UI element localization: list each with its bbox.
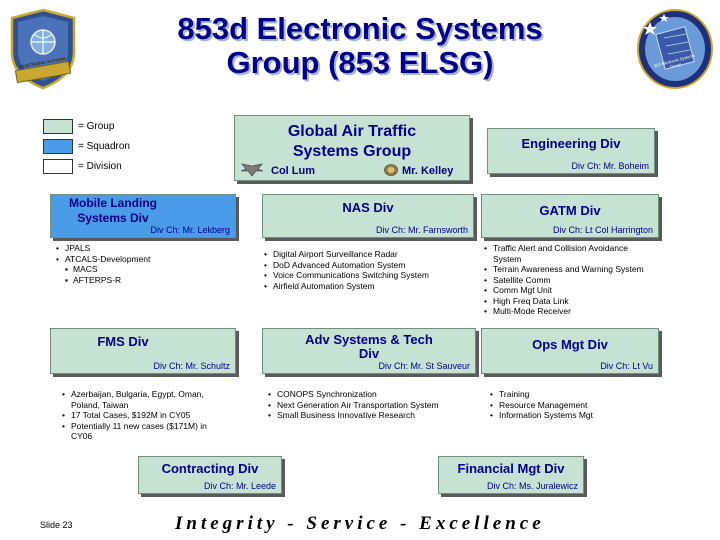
slide-number: Slide 23 — [40, 520, 73, 530]
title-line-2: Group (853 ELSG) — [226, 45, 494, 80]
global-air-traffic-systems-group-box: Global Air Traffic Systems Group — [234, 115, 470, 181]
page-title: 853d Electronic Systems Group (853 ELSG) — [120, 12, 600, 80]
gatm-bullet-mmr: Multi-Mode Receiver — [482, 306, 714, 317]
global-person-left: Col Lum — [271, 165, 315, 177]
adv-bullet-2: Next Generation Air Transportation Syste… — [266, 400, 481, 411]
ops-bullet-3: Information Systems Mgt — [488, 410, 688, 421]
gatm-bullet-tcas: Traffic Alert and Collision AvoidanceSys… — [482, 243, 714, 264]
mobile-subbullet-afterps: AFTERPS-R — [54, 275, 244, 286]
nas-div-bullets: Digital Airport Surveillance Radar DoD A… — [262, 249, 482, 291]
electronic-systems-shield-emblem — [10, 8, 76, 90]
mobile-div-bullets: JPALS ATCALS-Development MACS AFTERPS-R — [54, 243, 244, 285]
legend-swatch-group — [43, 119, 73, 134]
mobile-div-chief: Div Ch: Mr. Lekberg — [150, 225, 230, 235]
adv-div-title-line-1: Adv Systems & Tech — [305, 332, 433, 347]
colonel-eagle-insignia-icon — [240, 163, 264, 177]
fms-div-title: FMS Div — [97, 334, 149, 349]
adv-bullet-1: CONOPS Synchronization — [266, 389, 481, 400]
legend-label-squadron: = Squadron — [78, 141, 130, 152]
legend-label-group: = Group — [78, 121, 115, 132]
nas-bullet-3: Voice Communications Switching System — [262, 270, 482, 281]
financial-mgt-div-box: Financial Mgt Div Div Ch: Ms. Juralewicz — [438, 456, 584, 494]
title-line-1: 853d Electronic Systems — [177, 11, 543, 46]
mobile-subbullet-macs: MACS — [54, 264, 244, 275]
ops-div-chief: Div Ch: Lt Vu — [600, 361, 653, 371]
global-title-line-1: Global Air Traffic — [287, 123, 417, 140]
mobile-div-title-line-1: Mobile Landing — [69, 196, 157, 210]
nas-bullet-4: Airfield Automation System — [262, 281, 482, 292]
legend-label-division: = Division — [78, 161, 122, 172]
contracting-div-chief: Div Ch: Mr. Leede — [203, 481, 276, 491]
adv-div-chief: Div Ch: Mr. St Sauveur — [378, 361, 470, 371]
financial-div-title: Financial Mgt Div — [457, 461, 565, 476]
adv-systems-tech-div-box: Adv Systems & Tech Div Div Ch: Mr. St Sa… — [262, 328, 476, 374]
gatm-div-box: GATM Div Div Ch: Lt Col Harrington — [481, 194, 659, 238]
gatm-bullet-taws: Terrain Awareness and Warning System — [482, 264, 714, 275]
adv-div-bullets: CONOPS Synchronization Next Generation A… — [266, 389, 481, 421]
ops-bullet-2: Resource Management — [488, 400, 688, 411]
engineering-div-title: Engineering Div — [521, 136, 621, 151]
nas-div-chief: Div Ch: Mr. Farnsworth — [375, 225, 468, 235]
motto: Integrity - Service - Excellence — [175, 513, 545, 534]
engineering-div-box: Engineering Div Div Ch: Mr. Boheim — [487, 128, 655, 174]
mobile-div-title-line-2: Systems Div — [77, 211, 149, 225]
global-title-line-2: Systems Group — [292, 143, 412, 160]
fms-div-chief: Div Ch: Mr. Schultz — [153, 361, 230, 371]
nas-bullet-2: DoD Advanced Automation System — [262, 260, 482, 271]
gatm-div-title: GATM Div — [539, 203, 601, 218]
nas-div-title: NAS Div — [342, 200, 394, 215]
contracting-div-title: Contracting Div — [161, 461, 259, 476]
contracting-div-box: Contracting Div Div Ch: Mr. Leede — [138, 456, 282, 494]
engineering-div-chief: Div Ch: Mr. Boheim — [571, 161, 649, 171]
ops-mgt-div-box: Ops Mgt Div Div Ch: Lt Vu — [481, 328, 659, 374]
legend-swatch-squadron — [43, 139, 73, 154]
global-person-right: Mr. Kelley — [402, 165, 454, 177]
mobile-landing-systems-div-box: Mobile Landing Systems Div Div Ch: Mr. L… — [50, 194, 236, 238]
853-elsg-patch-emblem — [637, 9, 713, 89]
ops-div-bullets: Training Resource Management Information… — [488, 389, 688, 421]
nas-bullet-1: Digital Airport Surveillance Radar — [262, 249, 482, 260]
gatm-div-chief: Div Ch: Lt Col Harrington — [552, 225, 653, 235]
gatm-bullet-satcom: Satellite Comm — [482, 275, 714, 286]
legend-swatch-division — [43, 159, 73, 174]
gatm-div-bullets: Traffic Alert and Collision AvoidanceSys… — [482, 243, 714, 317]
adv-div-title-line-2: Div — [358, 346, 380, 361]
civilian-seal-icon — [384, 164, 398, 176]
fms-bullet-countries: Azerbaijan, Bulgaria, Egypt, Oman,Poland… — [60, 389, 255, 410]
fms-div-bullets: Azerbaijan, Bulgaria, Egypt, Oman,Poland… — [60, 389, 255, 442]
gatm-bullet-hfdl: High Freq Data Link — [482, 296, 714, 307]
mobile-bullet-jpals: JPALS — [54, 243, 244, 254]
financial-div-chief: Div Ch: Ms. Juralewicz — [486, 481, 578, 491]
adv-bullet-3: Small Business Innovative Research — [266, 410, 481, 421]
fms-bullet-cases: 17 Total Cases, $192M in CY05 — [60, 410, 255, 421]
mobile-bullet-atcals: ATCALS-Development — [54, 254, 244, 265]
nas-div-box: NAS Div Div Ch: Mr. Farnsworth — [262, 194, 474, 238]
gatm-bullet-cmu: Comm Mgt Unit — [482, 285, 714, 296]
ops-div-title: Ops Mgt Div — [532, 337, 608, 352]
fms-div-box: FMS Div Div Ch: Mr. Schultz — [50, 328, 236, 374]
ops-bullet-1: Training — [488, 389, 688, 400]
